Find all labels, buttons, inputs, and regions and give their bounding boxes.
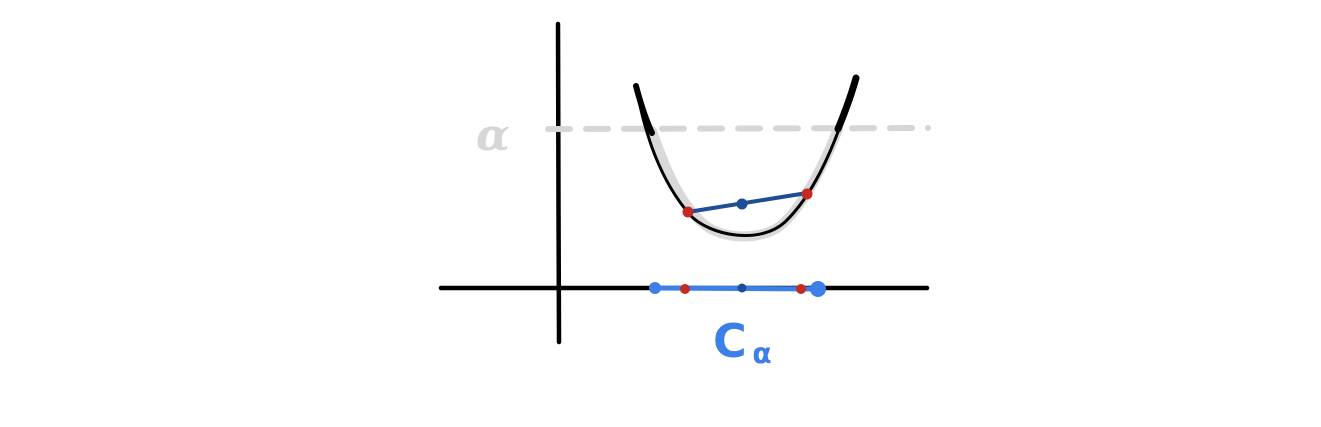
projected-midpoint bbox=[737, 283, 747, 293]
alpha-level-line bbox=[545, 125, 931, 132]
projected-right-point bbox=[796, 284, 806, 294]
sublevel-set-interval bbox=[652, 285, 821, 292]
curve-left-upper bbox=[633, 83, 655, 136]
chord-left-point bbox=[682, 206, 694, 218]
chord-midpoint bbox=[736, 198, 748, 210]
sublevel-set-label-main: C bbox=[713, 314, 747, 368]
chord-line bbox=[686, 191, 809, 214]
interval-right-end bbox=[810, 281, 826, 297]
chord-right-point bbox=[801, 188, 813, 200]
projected-left-point bbox=[680, 284, 690, 294]
sublevel-curve-highlight bbox=[647, 124, 843, 242]
interval-left-end bbox=[649, 282, 661, 294]
alpha-label: α bbox=[476, 110, 510, 161]
sublevel-set-label: C α bbox=[713, 314, 772, 370]
curve-right-upper bbox=[834, 74, 860, 133]
convex-function-curve bbox=[634, 76, 858, 237]
y-axis bbox=[555, 21, 562, 345]
sublevel-set-label-subscript: α bbox=[752, 337, 771, 370]
